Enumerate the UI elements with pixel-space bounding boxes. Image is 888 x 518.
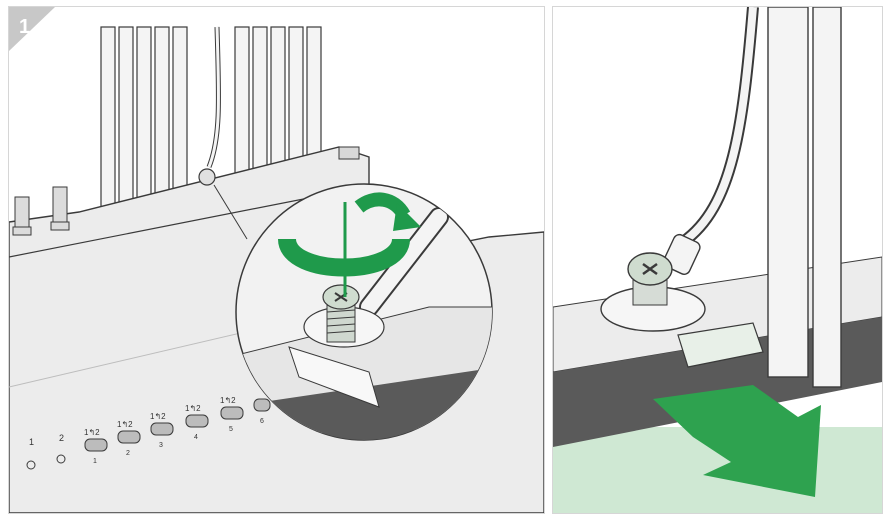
antenna-connectors: [12, 186, 70, 236]
switch-4-top: 1↰2: [185, 404, 201, 413]
switch-5-num: 5: [229, 426, 233, 433]
left-panel: 1: [8, 6, 545, 514]
switch-3[interactable]: 1↰2 3: [150, 412, 174, 449]
switch-1[interactable]: 1↰2 1: [84, 428, 108, 465]
earth-screw: [198, 168, 216, 186]
pull-out-arrow-icon: [653, 385, 821, 497]
switch-1-top: 1↰2: [84, 428, 100, 437]
step-number: 1: [19, 16, 30, 38]
switch-3-top: 1↰2: [150, 412, 166, 421]
right-panel: [552, 6, 883, 514]
step-badge: [9, 7, 55, 51]
switch-4-num: 4: [194, 434, 198, 441]
cable-bundle: [100, 26, 322, 218]
switch-6-num: 6: [260, 418, 264, 425]
switch-2-num: 2: [126, 450, 130, 457]
switch-3-num: 3: [159, 442, 163, 449]
rotate-arrow-icon: [278, 192, 421, 297]
group-a-label-2: 2: [59, 433, 64, 443]
switch-1-num: 1: [93, 458, 97, 465]
switch-4[interactable]: 1↰2 4: [185, 404, 209, 441]
switch-2-top: 1↰2: [117, 420, 133, 429]
switch-6[interactable]: 6: [253, 398, 271, 425]
switch-5[interactable]: 1↰2 5: [220, 396, 244, 433]
switch-2[interactable]: 1↰2 2: [117, 420, 141, 457]
switch-5-top: 1↰2: [220, 396, 236, 405]
cable-right: [767, 7, 809, 378]
group-a-label-1: 1: [29, 437, 34, 447]
